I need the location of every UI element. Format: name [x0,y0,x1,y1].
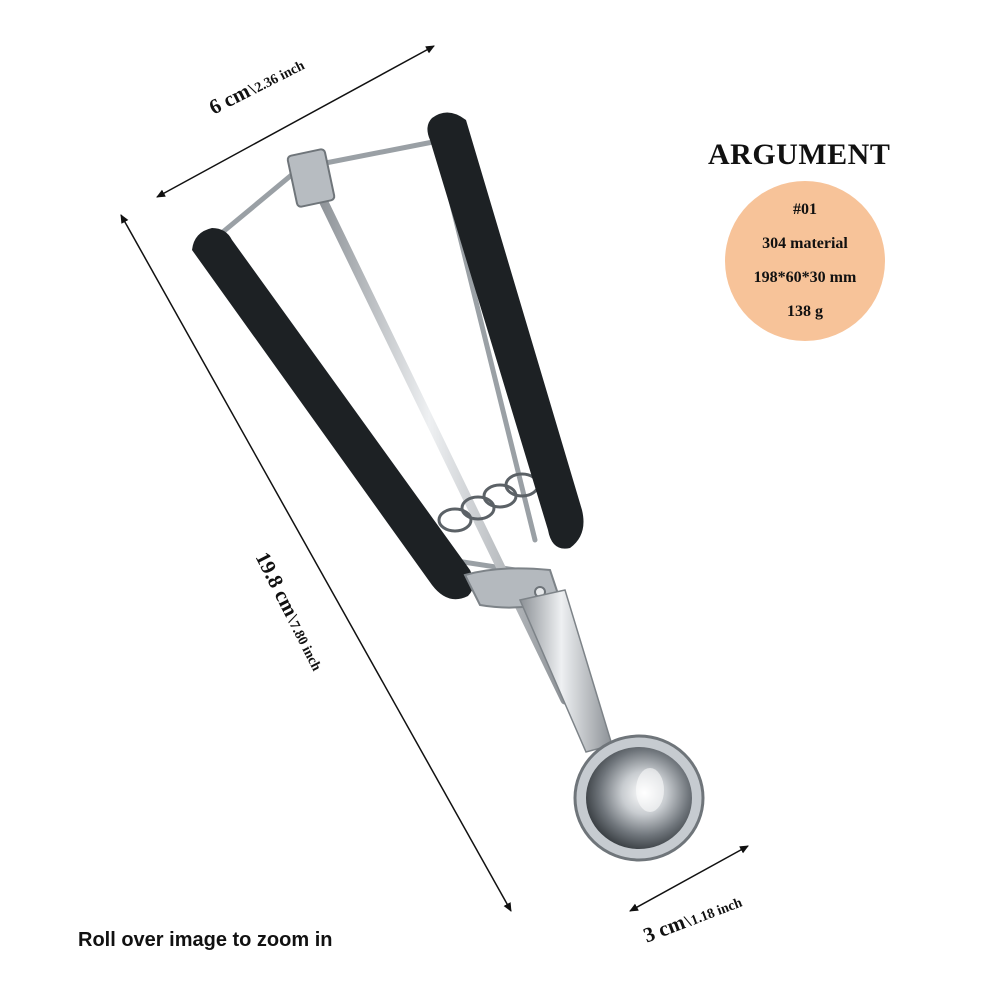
spec-title: ARGUMENT [708,138,891,171]
zoom-hint: Roll over image to zoom in [78,929,333,951]
spec-badge: #01 304 material 198*60*30 mm 138 g [725,181,885,341]
scoop-neck [518,589,613,753]
width-dimension-arrow [156,45,435,198]
right-handle [427,112,584,549]
bowl-highlight [636,768,664,812]
spec-weight: 138 g [787,303,823,320]
spec-model: #01 [793,201,817,218]
scoop-dimension-arrow [629,845,749,912]
spring [437,472,540,533]
plunger-rod [313,185,570,705]
rod-cap [286,148,336,208]
left-handle [192,228,474,600]
spec-size: 198*60*30 mm [753,269,857,286]
length-dimension-arrow [120,214,512,912]
spec-material: 304 material [762,235,848,252]
